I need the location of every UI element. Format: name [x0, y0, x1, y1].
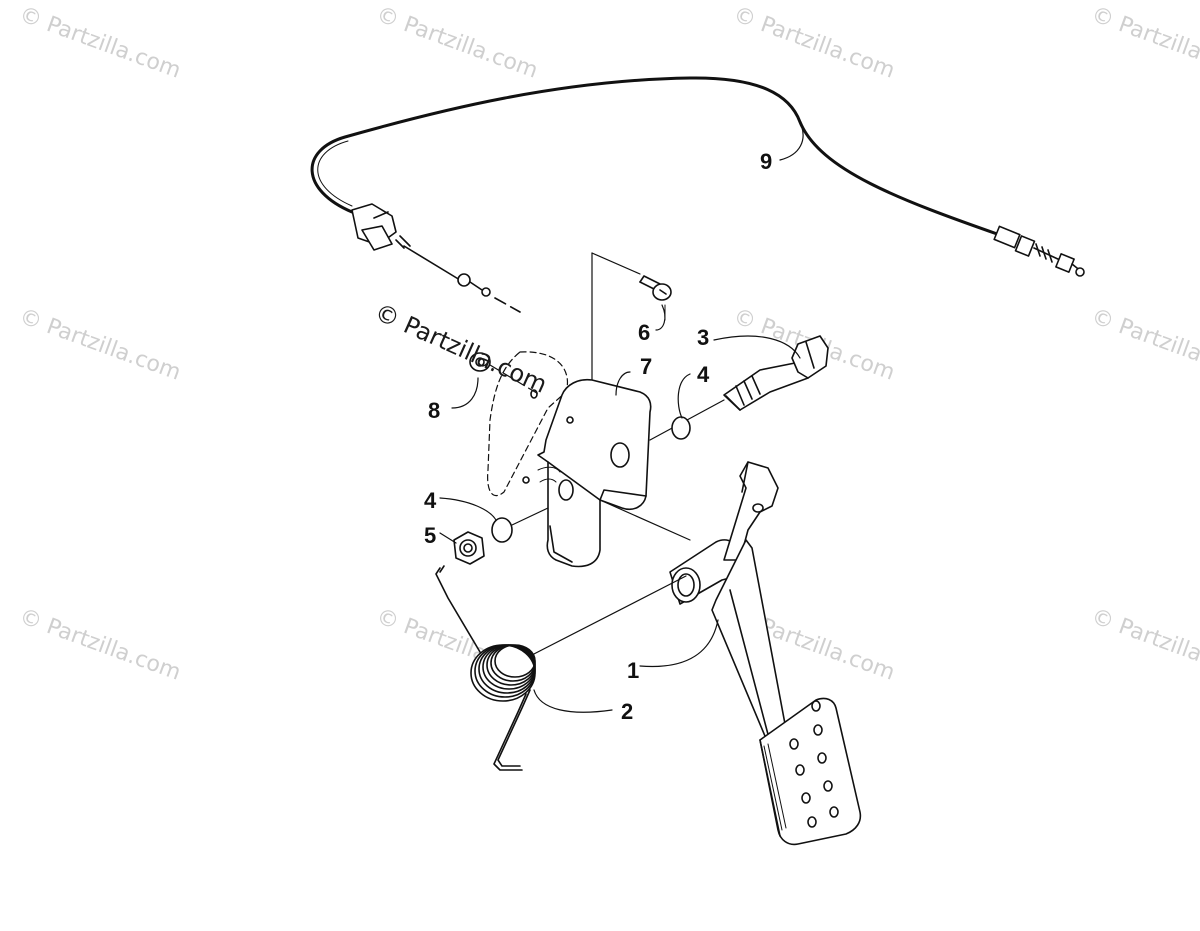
screw: [639, 275, 672, 321]
callout-labels: 1 2 3 4 4 5 6 7 8 9: [424, 149, 772, 724]
watermark: © Partzilla.com: [1088, 604, 1200, 686]
mounting-bracket: [522, 378, 652, 568]
callout-4-lower: 4: [424, 488, 437, 513]
callout-6: 6: [638, 320, 650, 345]
watermark: © Partzilla.com: [16, 304, 184, 386]
throttle-cable: [310, 76, 1085, 313]
watermark: © Partzilla.com: [16, 604, 184, 686]
watermark: © Partzilla.com: [730, 2, 898, 84]
watermark: © Partzilla.com: [1088, 304, 1200, 386]
washer-upper: [671, 416, 691, 440]
callout-5: 5: [424, 523, 436, 548]
accelerator-pedal: [599, 461, 862, 846]
callout-2: 2: [621, 699, 633, 724]
callout-3: 3: [697, 325, 709, 350]
leader-lines: [439, 121, 804, 713]
callout-4-upper: 4: [697, 362, 710, 387]
callout-8: 8: [428, 398, 440, 423]
pivot-bolt: [649, 335, 829, 441]
callout-7: 7: [640, 354, 652, 379]
watermark: © Partzilla.com: [373, 2, 541, 84]
callout-9: 9: [760, 149, 772, 174]
torsion-spring: [435, 565, 687, 771]
watermark: © Partzilla.com: [1088, 2, 1200, 84]
flange-nut: [453, 531, 485, 565]
lock-nut: [469, 352, 541, 399]
callout-1: 1: [627, 658, 639, 683]
watermark-center: © Partzilla.com: [371, 298, 552, 399]
dashed-mount-outline: [487, 351, 568, 497]
watermark: © Partzilla.com: [16, 2, 184, 84]
washer-lower: [491, 507, 549, 543]
watermark-group: © Partzilla.com © Partzilla.com © Partzi…: [16, 2, 1200, 686]
